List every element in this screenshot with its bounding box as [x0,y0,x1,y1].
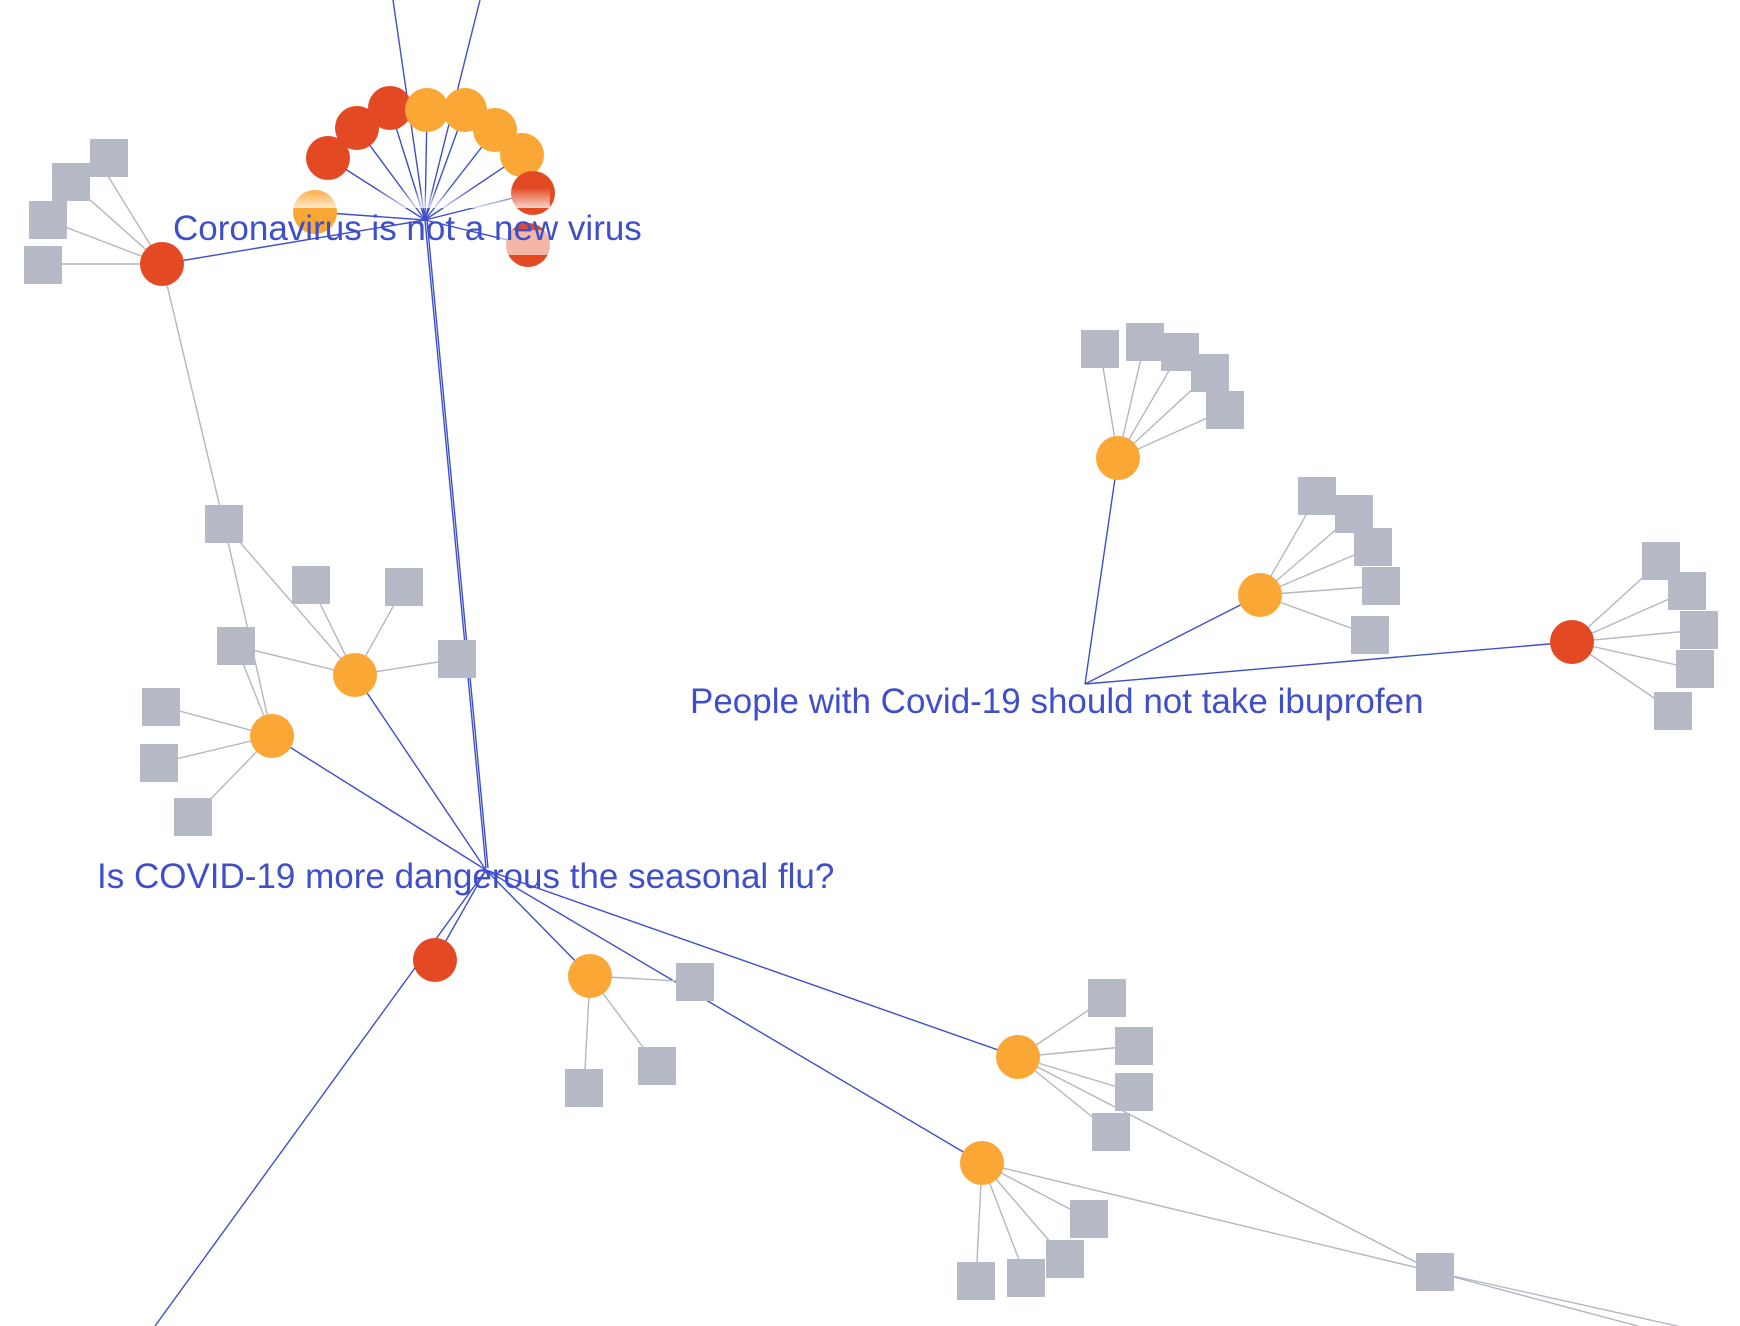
source-square-icon[interactable] [1191,354,1229,392]
source-square-icon[interactable] [1362,567,1400,605]
source-square-icon[interactable] [174,798,212,836]
article-circle-icon[interactable] [996,1035,1040,1079]
source-edges [43,175,1700,1326]
source-square-icon[interactable] [1088,979,1126,1017]
hub-2-edges [1084,457,1573,685]
article-circle-icon[interactable] [368,86,412,130]
source-square-icon[interactable] [90,139,128,177]
source-square-icon[interactable] [565,1069,603,1107]
source-square-icon[interactable] [52,163,90,201]
label-halos [290,188,560,255]
claim-label-ibuprofen[interactable]: People with Covid-19 should not take ibu… [690,682,1424,721]
source-square-icon[interactable] [1680,611,1718,649]
source-square-icon[interactable] [957,1262,995,1300]
source-square-icon[interactable] [140,744,178,782]
source-square-icon[interactable] [1416,1253,1454,1291]
article-circle-icon[interactable] [250,714,294,758]
source-square-icon[interactable] [217,627,255,665]
source-square-icon[interactable] [1676,650,1714,688]
claim-label-coronavirus[interactable]: Coronavirus is not a new virus [173,209,642,248]
source-square-icon[interactable] [385,568,423,606]
source-square-icon[interactable] [29,201,67,239]
claim-labels: Coronavirus is not a new virus People wi… [97,209,1424,896]
source-square-icon[interactable] [1351,616,1389,654]
article-circle-icon[interactable] [413,938,457,982]
source-square-icon[interactable] [1654,692,1692,730]
source-square-icon[interactable] [1126,323,1164,361]
source-square-icon[interactable] [1298,477,1336,515]
source-square-icon[interactable] [1092,1113,1130,1151]
source-square-icon[interactable] [1070,1200,1108,1238]
source-square-icon[interactable] [1335,495,1373,533]
source-square-icon[interactable] [1354,528,1392,566]
source-square-icon[interactable] [142,688,180,726]
source-square-icon[interactable] [1115,1027,1153,1065]
article-circle-icon[interactable] [1550,620,1594,664]
article-circle-icon[interactable] [500,133,544,177]
claim-label-covid-flu[interactable]: Is COVID-19 more dangerous the seasonal … [97,857,834,896]
source-square-icon[interactable] [1081,330,1119,368]
source-square-icon[interactable] [1115,1073,1153,1111]
source-square-icon[interactable] [1046,1240,1084,1278]
source-square-icon[interactable] [1007,1259,1045,1297]
source-square-icon[interactable] [205,505,243,543]
source-square-icon[interactable] [438,640,476,678]
article-circle-icon[interactable] [335,106,379,150]
article-circle-icon[interactable] [306,136,350,180]
article-circle-icon[interactable] [1096,436,1140,480]
article-circle-icon[interactable] [568,954,612,998]
article-circle-icon[interactable] [960,1141,1004,1185]
article-circle-icon[interactable] [1238,573,1282,617]
source-square-icon[interactable] [24,246,62,284]
source-square-icon[interactable] [1206,391,1244,429]
source-square-icon[interactable] [1668,572,1706,610]
article-circle-icon[interactable] [140,242,184,286]
article-circle-icon[interactable] [333,653,377,697]
source-square-icon[interactable] [638,1047,676,1085]
article-nodes [140,86,1594,1185]
hub-3-edges [154,674,1019,1326]
source-nodes [24,139,1718,1300]
source-square-icon[interactable] [676,963,714,1001]
source-square-icon[interactable] [292,566,330,604]
article-circle-icon[interactable] [405,88,449,132]
